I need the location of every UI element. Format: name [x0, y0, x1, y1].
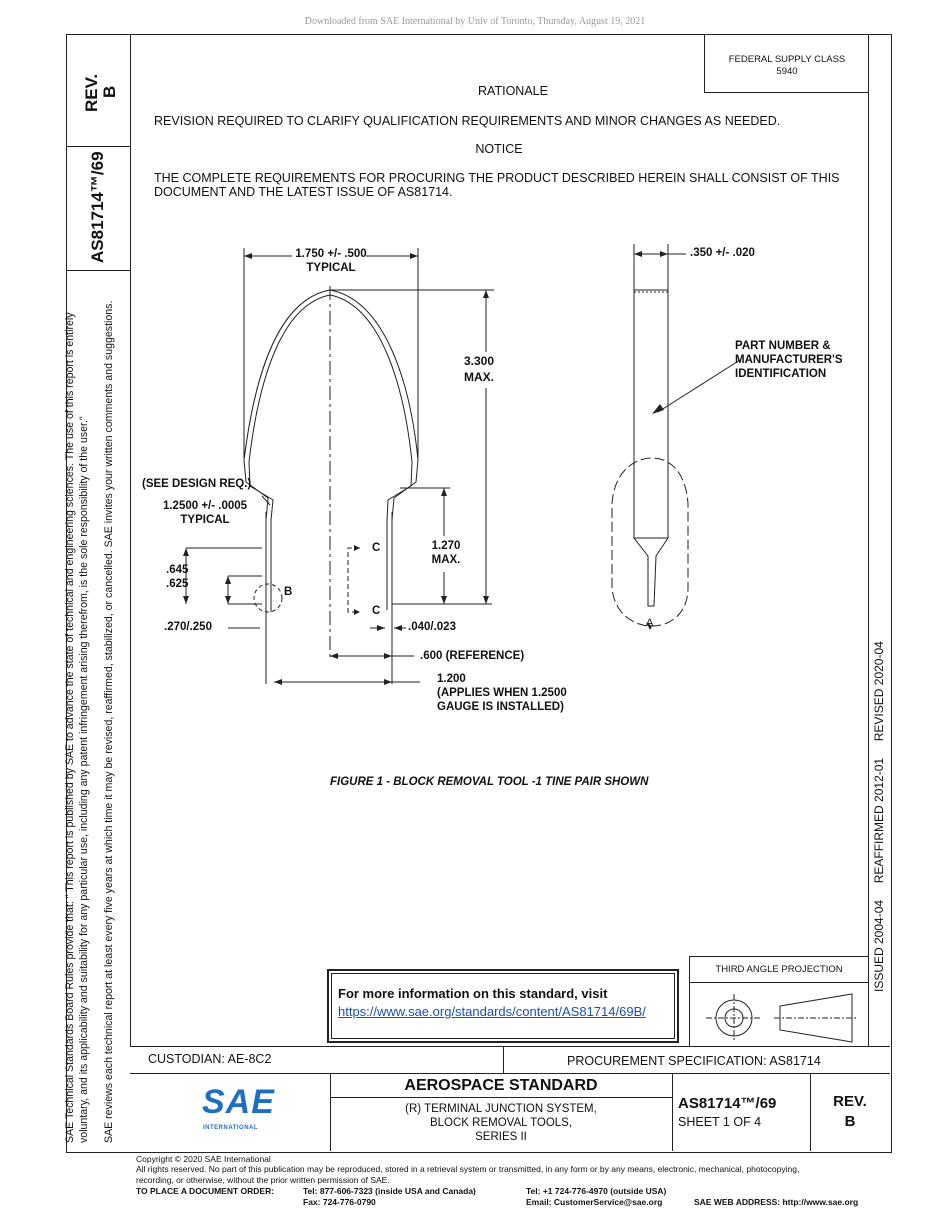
- federal-supply-label: FEDERAL SUPPLY CLASS: [728, 54, 846, 65]
- footer-tel-outside: Tel: +1 724-776-4970 (outside USA): [526, 1186, 667, 1196]
- projection-divider: [689, 982, 869, 983]
- footer-email: Email: CustomerService@sae.org: [526, 1197, 663, 1207]
- procurement-label: PROCUREMENT SPECIFICATION: AS81714: [567, 1054, 821, 1068]
- dim-040-label: .040/.023: [408, 621, 456, 633]
- left-strip-divider: [130, 34, 131, 1046]
- rationale-text: REVISION REQUIRED TO CLARIFY QUALIFICATI…: [154, 114, 781, 128]
- rationale-heading: RATIONALE: [478, 84, 548, 98]
- dim-width-note: TYPICAL: [306, 262, 356, 274]
- dim-height-note: MAX.: [464, 370, 494, 384]
- gauge-note: TYPICAL: [180, 514, 230, 526]
- notice-line1: THE COMPLETE REQUIREMENTS FOR PROCURING …: [154, 171, 840, 185]
- page-frame: [66, 34, 892, 1153]
- notice-heading: NOTICE: [475, 142, 523, 156]
- detail-b-label: B: [284, 586, 293, 598]
- title-doc-number: AS81714™/69: [678, 1095, 777, 1112]
- titleblock-doc-divider: [672, 1073, 673, 1151]
- footer-web: SAE WEB ADDRESS: http://www.sae.org: [694, 1197, 859, 1207]
- federal-supply-value: 5940: [776, 66, 798, 77]
- titleblock-std-underline: [330, 1097, 672, 1098]
- sae-logo-subtext: INTERNATIONAL: [203, 1125, 259, 1131]
- info-box: [327, 969, 679, 1043]
- footer-copyright: Copyright © 2020 SAE International: [136, 1154, 271, 1164]
- part-id-line3: IDENTIFICATION: [735, 368, 827, 380]
- title-rev-value: B: [844, 1113, 856, 1130]
- download-note: Downloaded from SAE International by Uni…: [304, 16, 646, 27]
- part-id-line1: PART NUMBER &: [735, 340, 831, 352]
- federal-supply-box: [704, 34, 869, 93]
- figure-caption: FIGURE 1 - BLOCK REMOVAL TOOL -1 TINE PA…: [330, 776, 649, 788]
- footer-tel-usa: Tel: 877-606-7323 (inside USA and Canada…: [303, 1186, 476, 1196]
- left-strip-rev-divider: [66, 146, 131, 147]
- part-id-line2: MANUFACTURER'S: [735, 354, 843, 366]
- footer-fax: Fax: 724-776-0790: [303, 1197, 376, 1207]
- left-strip-doc-divider: [66, 270, 131, 271]
- info-box-inner: [331, 973, 675, 1039]
- titleblock-mid-line: [130, 1073, 890, 1074]
- dim-1200-note1: (APPLIES WHEN 1.2500: [437, 687, 567, 699]
- dim-625-label: .625: [166, 578, 189, 590]
- dim-600-label: .600 (REFERENCE): [420, 650, 525, 662]
- detail-a-outline: [611, 457, 689, 627]
- footer-rights1: All rights reserved. No part of this pub…: [136, 1164, 800, 1174]
- titleblock-logo-divider: [330, 1073, 331, 1151]
- dim-350-label: .350 +/- .020: [690, 247, 755, 259]
- dim-1270-label: 1.270: [431, 540, 461, 552]
- title-line2: BLOCK REMOVAL TOOLS,: [429, 1117, 573, 1129]
- projection-symbol: [706, 993, 858, 1043]
- titleblock-rev-divider: [810, 1073, 811, 1151]
- title-line3: SERIES II: [475, 1131, 527, 1143]
- dim-width-label: 1.750 +/- .500: [295, 248, 367, 260]
- projection-box: [689, 956, 869, 1047]
- section-c-bottom-label: C: [372, 605, 381, 617]
- dim-height-label: 3.300: [464, 354, 495, 368]
- title-rev-label: REV.: [833, 1093, 867, 1110]
- custodian-label: CUSTODIAN: AE-8C2: [148, 1052, 272, 1066]
- dim-1270-note: MAX.: [431, 554, 461, 566]
- footer-order-label: TO PLACE A DOCUMENT ORDER:: [136, 1186, 275, 1196]
- see-design-label: (SEE DESIGN REQ.): [142, 478, 252, 490]
- dim-270-label: .270/.250: [164, 621, 212, 633]
- notice-line2: DOCUMENT AND THE LATEST ISSUE OF AS81714…: [154, 185, 453, 199]
- projection-label: THIRD ANGLE PROJECTION: [715, 964, 843, 975]
- detail-a-label: A: [646, 617, 654, 629]
- footer-rights2: recording, or otherwise, without the pri…: [136, 1175, 390, 1185]
- gauge-label: 1.2500 +/- .0005: [162, 500, 248, 512]
- titleblock-custodian-divider: [503, 1046, 504, 1074]
- dim-1200-note2: GAUGE IS INSTALLED): [437, 701, 564, 713]
- section-c-top-label: C: [372, 542, 381, 554]
- standard-link[interactable]: https://www.sae.org/standards/content/AS…: [338, 1004, 646, 1019]
- titleblock-top-line: [130, 1046, 890, 1047]
- title-line1: (R) TERMINAL JUNCTION SYSTEM,: [405, 1103, 597, 1115]
- sae-logo: SAE: [202, 1083, 275, 1121]
- side-view-tip: [633, 537, 669, 607]
- dim-1200-label: 1.200: [437, 673, 466, 685]
- sheet-number: SHEET 1 OF 4: [678, 1115, 762, 1129]
- right-strip-divider: [868, 34, 869, 1046]
- side-view-body: [633, 289, 669, 539]
- detail-b-circle: [253, 583, 283, 613]
- standard-type: AEROSPACE STANDARD: [404, 1077, 598, 1094]
- info-box-text: For more information on this standard, v…: [338, 986, 608, 1001]
- dim-645-label: .645: [166, 564, 189, 576]
